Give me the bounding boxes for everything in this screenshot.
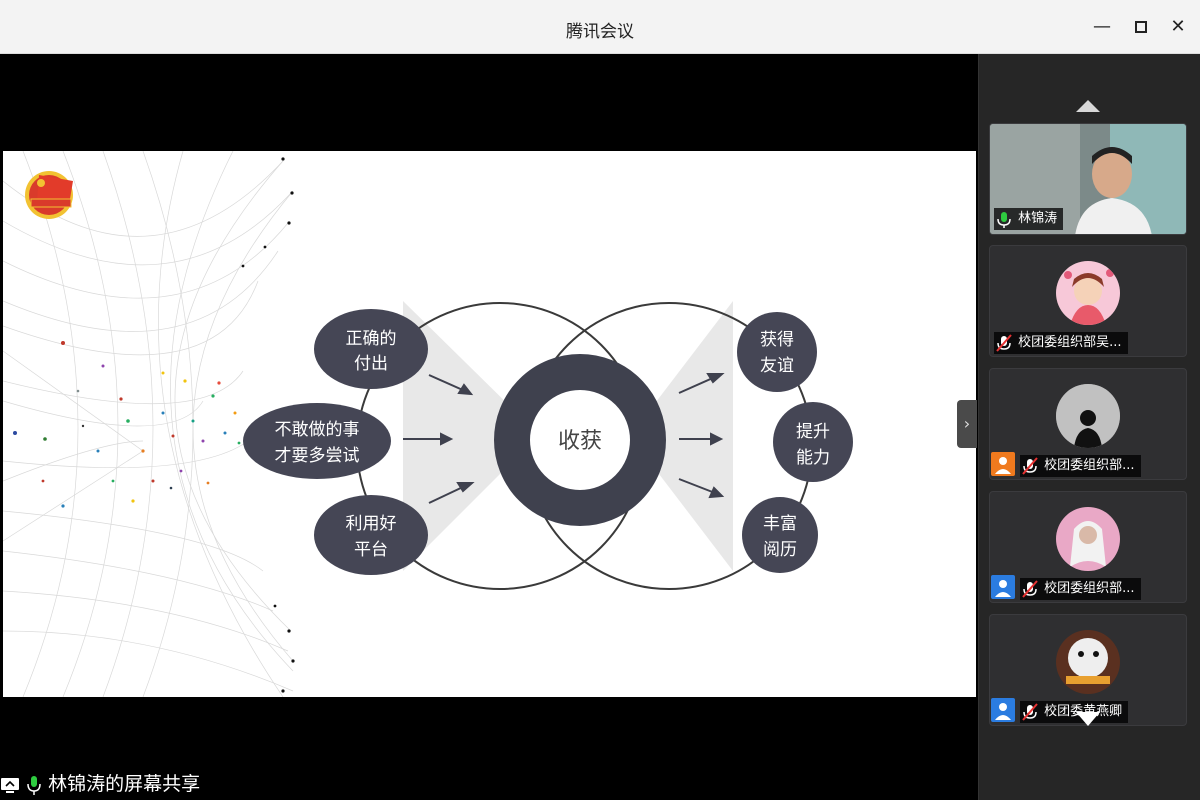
avatar	[1056, 507, 1120, 571]
left-item-2-line2: 才要多尝试	[275, 446, 360, 466]
avatar	[1056, 630, 1120, 694]
left-item-1-line1: 正确的	[346, 329, 397, 349]
participant-sidebar: 林锦涛 校团委组织部吴...	[978, 54, 1200, 800]
left-funnel	[403, 301, 523, 571]
participant-tile-5[interactable]: 校团委黄燕卿	[989, 614, 1187, 726]
mic-muted-icon	[1022, 457, 1038, 475]
orange-person-icon	[991, 452, 1015, 476]
youth-league-logo-icon	[25, 171, 73, 219]
maximize-icon	[1135, 21, 1147, 33]
left-node-2	[243, 403, 391, 479]
title-bar: 腾讯会议 — ✕	[0, 0, 1200, 54]
sharer-label: 林锦涛的屏幕共享	[48, 773, 201, 795]
right-node-3	[742, 497, 818, 573]
decorative-dots	[13, 157, 295, 693]
blue-person-icon	[991, 698, 1015, 722]
left-node-1	[314, 309, 428, 389]
center-ring	[494, 354, 666, 526]
participant-name: 校团委组织部吴...	[1018, 335, 1122, 350]
chevron-right-icon: ›	[963, 414, 971, 433]
participant-name: 校团委组织部...	[1044, 581, 1135, 596]
decorative-network	[3, 151, 294, 697]
right-item-3-line1: 丰富	[763, 514, 797, 534]
participant-tile-2[interactable]: 校团委组织部吴...	[989, 245, 1187, 357]
mic-on-icon	[997, 212, 1011, 228]
right-item-1-line2: 友谊	[760, 356, 794, 376]
sidebar-collapse-button[interactable]: ›	[957, 400, 977, 448]
right-node-2	[773, 402, 853, 482]
participant-name-bar: 校团委黄燕卿	[1020, 701, 1129, 723]
participant-tile-1[interactable]: 林锦涛	[989, 123, 1187, 235]
maximize-button[interactable]	[1126, 12, 1156, 42]
right-item-2-line2: 能力	[796, 448, 830, 468]
participant-name-bar: 校团委组织部吴...	[994, 332, 1128, 354]
left-item-3-line2: 平台	[354, 540, 388, 560]
avatar	[1056, 384, 1120, 448]
minimize-icon: —	[1093, 16, 1111, 37]
mic-on-icon	[27, 775, 41, 795]
participant-name-bar: 林锦涛	[994, 208, 1064, 230]
right-funnel	[643, 301, 733, 571]
left-item-2-line1: 不敢做的事	[275, 420, 360, 440]
right-item-2-line1: 提升	[796, 422, 830, 442]
blue-person-icon	[991, 575, 1015, 599]
mic-muted-icon	[996, 334, 1012, 352]
close-button[interactable]: ✕	[1163, 12, 1193, 42]
left-node-3	[314, 495, 428, 575]
participant-name: 林锦涛	[1018, 211, 1058, 226]
left-item-1-line2: 付出	[354, 354, 388, 374]
scroll-down-icon[interactable]	[1076, 712, 1100, 726]
participant-name-bar: 校团委组织部...	[1020, 578, 1141, 600]
left-item-3-line1: 利用好	[346, 514, 397, 534]
screen-share-indicator: 林锦涛的屏幕共享	[0, 770, 200, 798]
screen-share-icon	[1, 777, 19, 793]
right-item-1-line1: 获得	[760, 330, 794, 350]
scroll-up-icon[interactable]	[1076, 100, 1100, 112]
center-label: 收获	[558, 429, 602, 454]
shared-slide: 正确的 付出 不敢做的事 才要多尝试 利用好 平台 获得 友谊 提升 能力 丰富…	[3, 151, 976, 697]
window-title: 腾讯会议	[566, 22, 634, 42]
slide-canvas: 正确的 付出 不敢做的事 才要多尝试 利用好 平台 获得 友谊 提升 能力 丰富…	[3, 151, 853, 697]
participant-tile-4[interactable]: 校团委组织部...	[989, 491, 1187, 603]
minimize-button[interactable]: —	[1087, 12, 1117, 42]
arrows	[403, 373, 725, 504]
participant-name: 校团委黄燕卿	[1044, 704, 1123, 719]
screen-share-area[interactable]: 正确的 付出 不敢做的事 才要多尝试 利用好 平台 获得 友谊 提升 能力 丰富…	[3, 54, 976, 798]
close-icon: ✕	[1170, 16, 1186, 37]
right-item-3-line2: 阅历	[763, 540, 797, 560]
participant-tile-3[interactable]: 校团委组织部...	[989, 368, 1187, 480]
mic-muted-icon	[1022, 703, 1038, 721]
right-node-1	[737, 312, 817, 392]
avatar	[1056, 261, 1120, 325]
mic-muted-icon	[1022, 580, 1038, 598]
participant-name-bar: 校团委组织部...	[1020, 455, 1141, 477]
participant-name: 校团委组织部...	[1044, 458, 1135, 473]
